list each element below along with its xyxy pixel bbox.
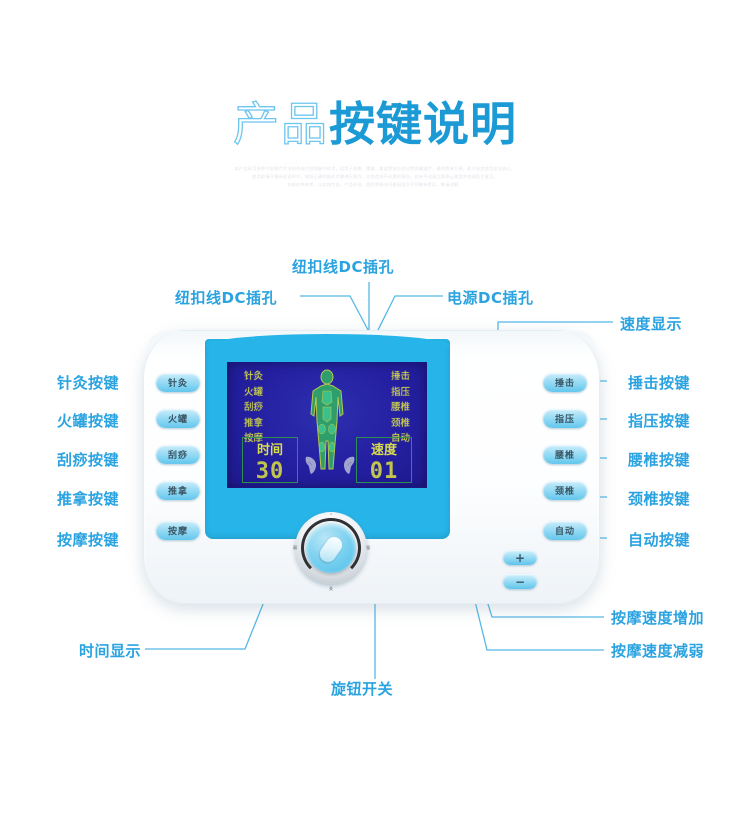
lcd-mode-item: 腰椎: [390, 402, 410, 413]
massage-hand-icon: [343, 456, 355, 474]
callout-top-center: 纽扣线DC插孔: [292, 258, 394, 276]
speed-readout: 速度 01: [356, 437, 412, 484]
knob-tick-bottom: 关: [329, 586, 333, 591]
human-body-icon: [310, 369, 344, 470]
page-title-bold: 按键说明: [329, 98, 517, 150]
knob-ring: [301, 518, 361, 578]
callout-knob-switch: 旋钮开关: [331, 680, 394, 698]
callout-right-1: 捶击按键: [628, 374, 691, 392]
device-button-tuina[interactable]: 推拿: [156, 481, 200, 500]
callout-left-1: 针灸按键: [57, 374, 120, 392]
fine-print-line-3: 本图仅供参考，以实物为准。产品外观、颜色等细节可能因批次不同略有差异，敬请谅解。: [287, 182, 463, 187]
lcd-mode-item: 针灸: [244, 371, 264, 382]
knob-pointer: [316, 533, 346, 566]
fine-print-text: 本产品采用多种中医理疗手法结合现代低频脉冲技术，适用于颈椎、腰椎、肩部等部位的日…: [0, 165, 750, 189]
callout-speed-up: 按摩速度增加: [611, 609, 705, 627]
rotary-knob-switch[interactable]: • 弱 强 关: [293, 511, 370, 591]
time-readout-label: 时间: [256, 443, 283, 458]
callout-right-3: 腰椎按键: [628, 451, 691, 469]
callout-left-4: 推拿按键: [57, 490, 120, 508]
device-button-yaozhui[interactable]: 腰椎: [543, 445, 587, 464]
speed-decrease-button[interactable]: −: [503, 574, 537, 589]
lcd-mode-item: 推拿: [244, 417, 264, 429]
lcd-mode-item: 颈椎: [390, 417, 410, 429]
lcd-mode-item: 火罐: [244, 386, 264, 398]
lcd-mode-item: 捶击: [390, 371, 410, 382]
callout-top-right: 电源DC插孔: [447, 289, 534, 307]
callout-right-4: 颈椎按键: [628, 490, 691, 508]
panel-top-curve: [205, 334, 450, 346]
callout-time-display: 时间显示: [79, 642, 142, 660]
lcd-right-mode-list: 捶击 指压 腰椎 颈椎 自动: [391, 369, 410, 447]
device-button-zhenjiu[interactable]: 针灸: [156, 373, 200, 392]
callout-top-left: 纽扣线DC插孔: [175, 289, 277, 307]
device-button-jingzhui[interactable]: 颈椎: [543, 481, 587, 500]
fine-print-line-2: 使用前请仔细阅读说明书，按照正确的操作步骤进行操作，以免造成不必要的损伤，若有不…: [252, 174, 498, 179]
callout-right-5: 自动按键: [628, 531, 691, 549]
knob-tick-right: 强: [366, 545, 370, 550]
device-button-anmo[interactable]: 按摩: [156, 521, 200, 540]
lcd-screen: 针灸 火罐 刮痧 推拿 按摩 捶击 指压 腰椎 颈椎 自动: [227, 362, 427, 488]
device-button-chuiji[interactable]: 捶击: [543, 373, 587, 392]
time-readout: 时间 30: [242, 437, 298, 484]
control-panel: 针灸 火罐 刮痧 推拿 按摩 捶击 指压 腰椎 颈椎 自动: [205, 334, 450, 539]
massage-device: 针灸 火罐 刮痧 推拿 按摩 捶击 指压 腰椎 颈椎 自动: [143, 330, 600, 604]
fine-print-line-1: 本产品采用多种中医理疗手法结合现代低频脉冲技术，适用于颈椎、腰椎、肩部等部位的日…: [234, 166, 516, 171]
callout-right-2: 指压按键: [628, 412, 691, 430]
speed-readout-label: 速度: [370, 443, 397, 458]
lcd-mode-item: 按摩: [244, 433, 264, 444]
callout-speed-display: 速度显示: [620, 315, 683, 333]
lcd-mode-item: 指压: [390, 386, 410, 398]
device-button-zhiya[interactable]: 指压: [543, 409, 587, 428]
device-button-guasha[interactable]: 刮痧: [156, 445, 200, 464]
knob-tick-left: 弱: [293, 545, 297, 550]
massage-hand-icon: [305, 456, 317, 474]
lcd-mode-item: 自动: [390, 433, 410, 444]
device-button-huoguan[interactable]: 火罐: [156, 409, 200, 428]
knob-tick-top: •: [330, 511, 332, 516]
callout-left-3: 刮痧按键: [57, 451, 120, 469]
page-title-light: 产品: [232, 97, 329, 150]
callout-speed-down: 按摩速度减弱: [611, 642, 705, 660]
callout-left-2: 火罐按键: [57, 412, 120, 430]
device-button-zidong[interactable]: 自动: [543, 521, 587, 540]
speed-increase-button[interactable]: +: [503, 550, 537, 565]
page-title: 产品按键说明: [0, 88, 750, 154]
speed-readout-value: 01: [369, 459, 399, 484]
knob-inner[interactable]: [306, 523, 356, 573]
lcd-left-mode-list: 针灸 火罐 刮痧 推拿 按摩: [244, 369, 263, 447]
lcd-mode-item: 刮痧: [244, 402, 264, 413]
callout-left-5: 按摩按键: [57, 531, 120, 549]
time-readout-value: 30: [255, 459, 285, 484]
